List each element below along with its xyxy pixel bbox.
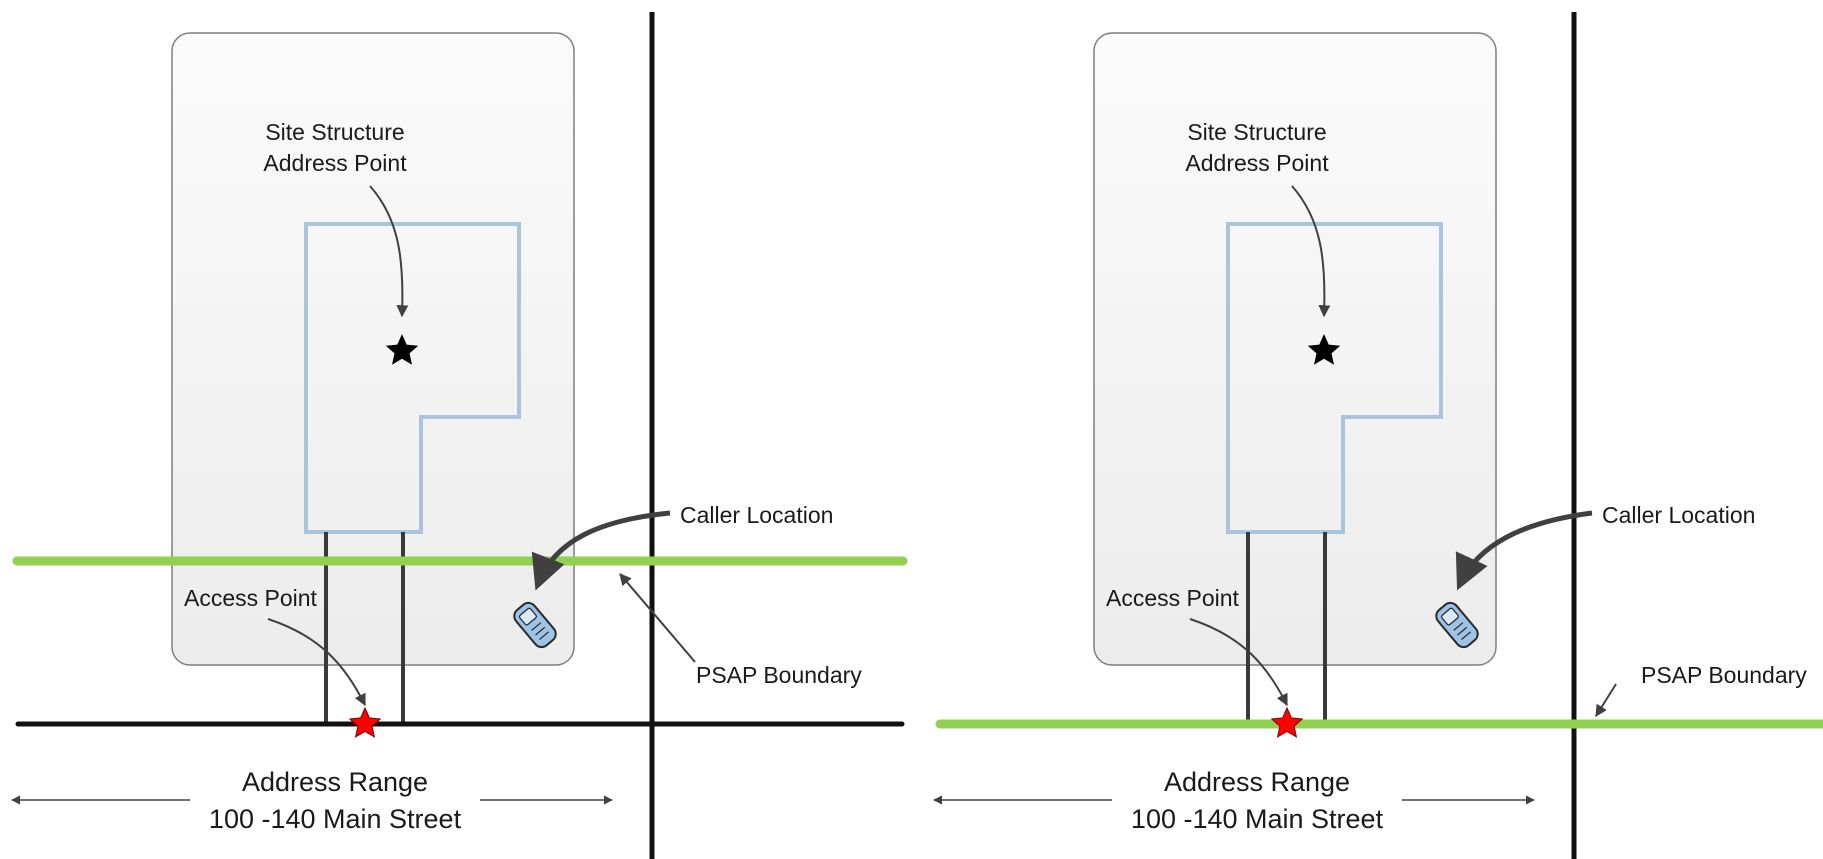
access-point-label: Access Point	[1106, 585, 1240, 611]
mobile-phone-icon	[1435, 601, 1479, 649]
psap-boundary-label: PSAP Boundary	[696, 662, 862, 688]
address-point-label: Address Point	[1185, 150, 1329, 176]
parcel	[171, 32, 575, 666]
black-star-icon	[1307, 334, 1341, 365]
parcel	[1093, 32, 1497, 666]
building-outline	[1226, 222, 1443, 534]
panel-left: Site Structure Address Point Caller Loca…	[11, 12, 908, 859]
building-outline	[304, 222, 521, 534]
site-structure-label: Site Structure	[1187, 119, 1326, 145]
address-range-label: Address Range	[242, 767, 428, 797]
address-range-street: 100 -140 Main Street	[209, 804, 462, 834]
red-star-icon	[348, 706, 382, 738]
psap-pointer-arrow	[1595, 683, 1617, 718]
site-pointer-arrow	[1291, 185, 1331, 318]
site-pointer-arrow	[369, 185, 409, 318]
address-range-street: 100 -140 Main Street	[1131, 804, 1384, 834]
access-pointer-arrow	[267, 618, 366, 707]
access-point-label: Access Point	[184, 585, 318, 611]
address-range-label: Address Range	[1164, 767, 1350, 797]
caller-location-label: Caller Location	[680, 502, 833, 528]
mobile-phone-icon	[513, 601, 557, 649]
black-star-icon	[385, 334, 419, 365]
address-point-label: Address Point	[263, 150, 407, 176]
access-pointer-arrow	[1189, 618, 1288, 707]
panel-right: Site Structure Address Point Caller Loca…	[933, 12, 1823, 859]
caller-location-label: Caller Location	[1602, 502, 1755, 528]
red-star-icon	[1270, 706, 1304, 738]
psap-boundary-label: PSAP Boundary	[1641, 662, 1807, 688]
caller-pointer-arrow	[1455, 510, 1593, 591]
psap-pointer-arrow	[619, 573, 696, 663]
caller-pointer-arrow	[531, 510, 671, 591]
site-structure-label: Site Structure	[265, 119, 404, 145]
